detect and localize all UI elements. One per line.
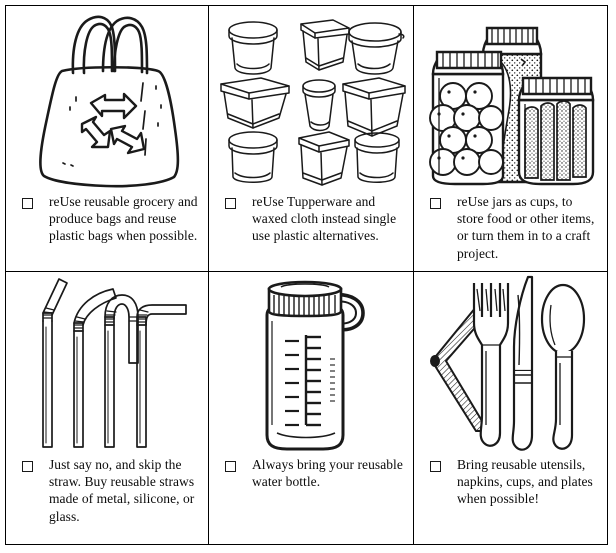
checkbox-jars[interactable] bbox=[430, 198, 441, 209]
cell-jars[interactable]: reUse jars as cups, to store food or oth… bbox=[414, 6, 607, 271]
checklist-grid: reUse reusable grocery and produce bags … bbox=[6, 6, 607, 544]
plastic-grocery-bag-with-recycling-symbol-icon bbox=[39, 15, 180, 187]
checkbox-utensils[interactable] bbox=[430, 461, 441, 472]
checklist-sheet: reUse reusable grocery and produce bags … bbox=[5, 5, 608, 545]
utensils-illustration bbox=[414, 272, 607, 454]
caption-water-bottle: Always bring your reusable water bottle. bbox=[209, 454, 413, 544]
fork-knife-spoon-with-napkin-icon bbox=[429, 275, 585, 451]
straws-illustration bbox=[6, 272, 208, 454]
checkbox-water-bottle[interactable] bbox=[225, 461, 236, 472]
caption-text-water-bottle: Always bring your reusable water bottle. bbox=[252, 457, 403, 490]
caption-grocery-bag: reUse reusable grocery and produce bags … bbox=[6, 191, 208, 271]
tupperware-illustration bbox=[209, 6, 413, 191]
caption-text-grocery-bag: reUse reusable grocery and produce bags … bbox=[49, 194, 198, 244]
checkbox-tupperware[interactable] bbox=[225, 198, 236, 209]
canning-jars-with-preserves-icon bbox=[428, 26, 594, 185]
grocery-bag-illustration bbox=[6, 6, 208, 191]
food-storage-containers-grid-icon bbox=[220, 18, 406, 186]
jars-illustration bbox=[414, 6, 607, 191]
caption-jars: reUse jars as cups, to store food or oth… bbox=[414, 191, 607, 271]
caption-text-tupperware: reUse Tupperware and waxed cloth instead… bbox=[252, 194, 397, 244]
checkbox-straws[interactable] bbox=[22, 461, 33, 472]
water-bottle-illustration bbox=[209, 272, 413, 454]
cell-water-bottle[interactable]: Always bring your reusable water bottle. bbox=[209, 271, 414, 544]
caption-text-straws: Just say no, and skip the straw. Buy reu… bbox=[49, 457, 195, 524]
reusable-water-bottle-icon bbox=[265, 280, 365, 451]
caption-straws: Just say no, and skip the straw. Buy reu… bbox=[6, 454, 208, 544]
caption-text-jars: reUse jars as cups, to store food or oth… bbox=[457, 194, 595, 261]
cell-utensils[interactable]: Bring reusable utensils, napkins, cups, … bbox=[414, 271, 607, 544]
bendy-drinking-straws-icon bbox=[42, 278, 187, 448]
caption-tupperware: reUse Tupperware and waxed cloth instead… bbox=[209, 191, 413, 271]
caption-text-utensils: Bring reusable utensils, napkins, cups, … bbox=[457, 457, 593, 507]
checkbox-grocery-bag[interactable] bbox=[22, 198, 33, 209]
caption-utensils: Bring reusable utensils, napkins, cups, … bbox=[414, 454, 607, 544]
cell-straws[interactable]: Just say no, and skip the straw. Buy reu… bbox=[6, 271, 209, 544]
cell-tupperware[interactable]: reUse Tupperware and waxed cloth instead… bbox=[209, 6, 414, 271]
cell-grocery-bag[interactable]: reUse reusable grocery and produce bags … bbox=[6, 6, 209, 271]
